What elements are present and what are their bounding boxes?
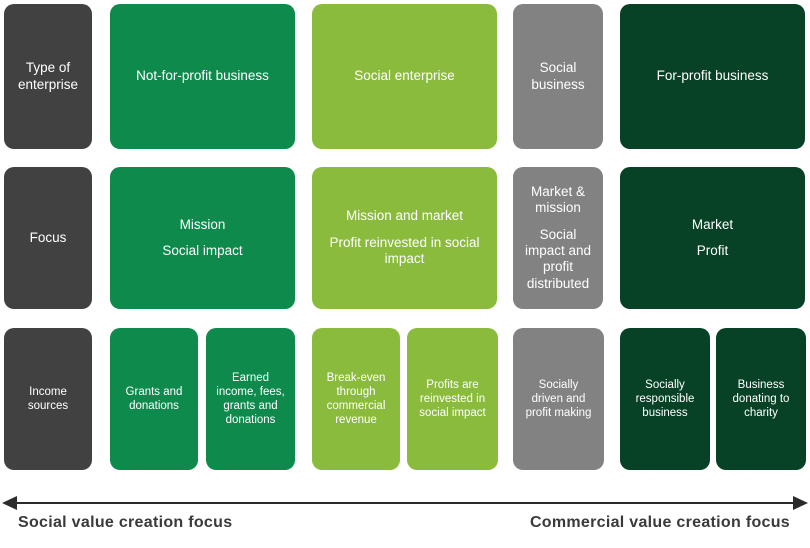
cell-social-enterprise: Social enterprise [312,4,497,149]
cell-label: Social business [531,60,585,92]
cell-focus-mission-and-market: Mission and market Profit reinvested in … [312,167,497,309]
cell-line: Social impact [162,243,243,258]
cell-label: Socially responsible business [635,378,695,419]
cell-line: Market & mission [530,183,585,216]
cell-socially-responsible-business: Socially responsible business [620,328,710,470]
cell-label: Profits are reinvested in social impact [419,378,486,419]
cell-line: Mission and market [345,208,464,224]
cell-label: Grants and donations [125,385,183,412]
axis-label-commercial-value: Commercial value creation focus [529,514,790,531]
cell-line: Profit reinvested in social impact [329,234,480,267]
cell-line: Profit [696,243,729,258]
cell-label: Socially driven and profit making [525,378,592,419]
axis-label-social-value: Social value creation focus [18,514,233,531]
cell-socially-driven-profit-making: Socially driven and profit making [513,328,604,470]
cell-label: Not-for-profit business [136,68,269,84]
arrowhead-left-icon [2,496,17,510]
cell-label: Business donating to charity [732,378,790,419]
cell-social-business: Social business [513,4,603,149]
cell-line: Social impact and profit distributed [524,226,592,291]
cell-label: Earned income, fees, grants and donation… [216,371,285,427]
row-header-type-of-enterprise: Type of enterprise [4,4,92,149]
row-header-label: Focus [29,229,67,245]
cell-line: Mission [179,216,226,232]
row-header-label: Income sources [27,385,69,412]
cell-label: Break-even through commercial revenue [326,371,386,427]
cell-break-even-commercial-revenue: Break-even through commercial revenue [312,328,400,470]
cell-business-donating-to-charity: Business donating to charity [716,328,806,470]
cell-focus-market-and-mission: Market & mission Social impact and profi… [513,167,603,309]
cell-grants-and-donations: Grants and donations [110,328,198,470]
cell-label: For-profit business [656,68,769,84]
row-header-label: Type of enterprise [17,60,79,92]
value-focus-axis-arrow [2,496,808,510]
cell-label: Social enterprise [354,68,455,84]
cell-for-profit-business: For-profit business [620,4,805,149]
cell-earned-income-fees-grants: Earned income, fees, grants and donation… [206,328,295,470]
cell-profits-reinvested: Profits are reinvested in social impact [407,328,498,470]
cell-line: Market [691,216,734,232]
arrowhead-right-icon [793,496,808,510]
cell-not-for-profit-business: Not-for-profit business [110,4,295,149]
cell-focus-mission: Mission Social impact [110,167,295,309]
cell-focus-market-profit: Market Profit [620,167,805,309]
row-header-income-sources: Income sources [4,328,92,470]
row-header-focus: Focus [4,167,92,309]
